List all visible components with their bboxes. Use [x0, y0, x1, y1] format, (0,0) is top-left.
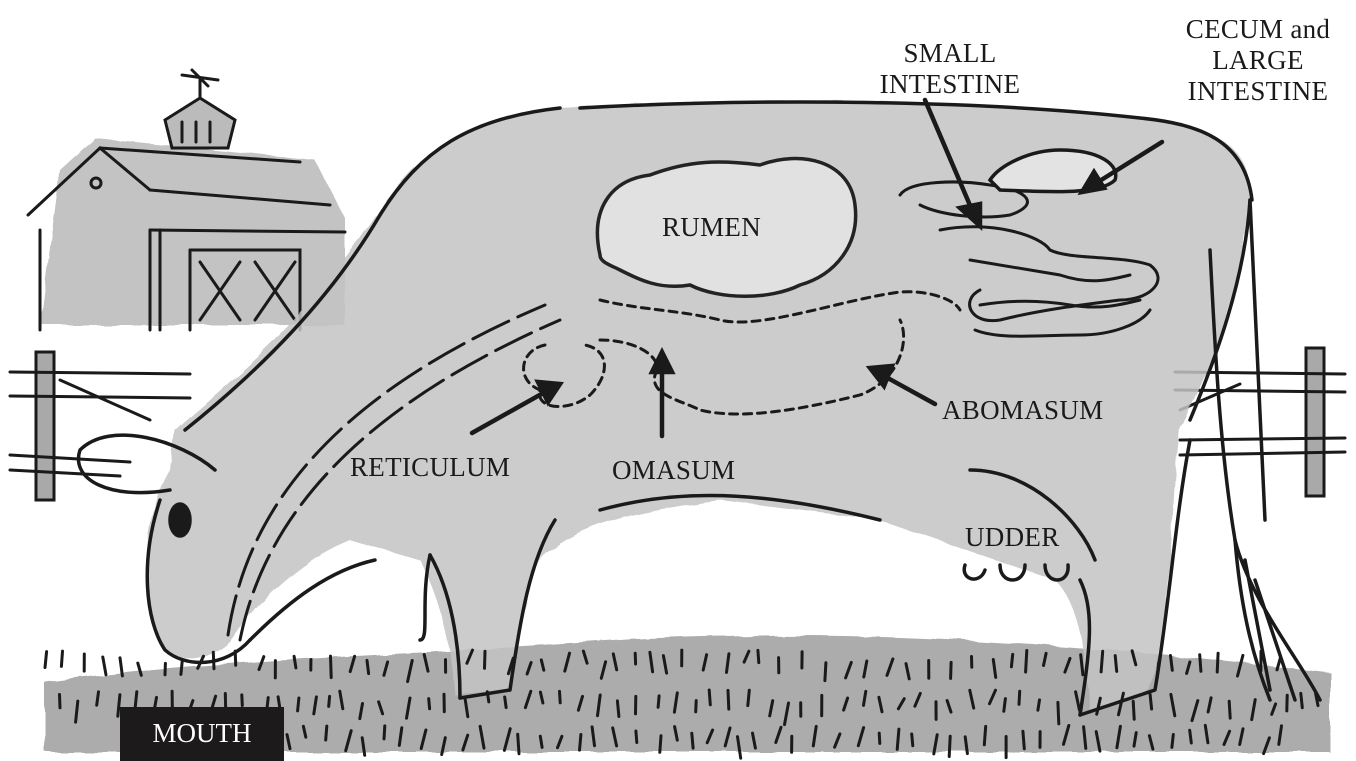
grass-blade: [235, 651, 236, 665]
grass-blade: [518, 734, 519, 753]
grass-blade: [636, 731, 637, 743]
fence-left: [10, 352, 190, 500]
label-reticulum: RETICULUM: [350, 452, 510, 483]
grass-blade: [879, 733, 880, 743]
label-cecum-large-intestine: CECUM and LARGE INTESTINE: [1160, 14, 1356, 107]
grass-blade: [1026, 651, 1027, 673]
grass-blade: [181, 659, 183, 674]
label-rumen: RUMEN: [662, 212, 761, 243]
grass-blade: [560, 691, 561, 702]
grass-blade: [45, 652, 47, 668]
grass-blade: [326, 726, 327, 740]
grass-blade: [696, 701, 697, 712]
grass-blade: [1133, 701, 1134, 719]
grass-blade: [242, 695, 243, 706]
grass-blade: [60, 695, 61, 708]
label-mouth-box: MOUTH: [120, 707, 284, 761]
grass-blade: [692, 733, 693, 748]
grass-blade: [298, 698, 299, 711]
grass-blade: [709, 690, 710, 705]
grass-blade: [540, 736, 542, 747]
grass-blade: [1190, 730, 1192, 743]
grass-blade: [294, 656, 296, 668]
grass-blade: [429, 699, 430, 709]
grass-blade: [660, 736, 661, 753]
grass-blade: [505, 697, 506, 708]
grass-blade: [1011, 654, 1012, 666]
grass-blade: [1004, 699, 1006, 712]
grass-blade: [97, 692, 99, 705]
grass-blade: [1150, 694, 1152, 709]
grass-blade: [658, 696, 659, 707]
label-cecum-line2: LARGE: [1160, 45, 1356, 76]
grass-blade: [580, 735, 581, 751]
label-abomasum: ABOMASUM: [942, 395, 1103, 426]
grass-blade: [485, 651, 486, 668]
grass-blade: [61, 651, 62, 666]
grass-blade: [1301, 693, 1303, 707]
grass-blade: [1101, 651, 1103, 672]
label-mouth: MOUTH: [120, 718, 284, 749]
grass-blade: [1023, 731, 1024, 749]
grass-blade: [617, 701, 619, 717]
label-small-intestine: SMALL INTESTINE: [860, 38, 1040, 100]
grass-blade: [1171, 656, 1173, 671]
label-cecum-line3: INTESTINE: [1160, 76, 1356, 107]
label-small-intestine-line2: INTESTINE: [860, 69, 1040, 100]
grass-blade: [1157, 663, 1159, 679]
grass-blade: [331, 656, 332, 678]
grass-blade: [1019, 691, 1020, 704]
grass-blade: [984, 726, 985, 744]
grass-blade: [1038, 700, 1040, 710]
grass-blade: [1058, 702, 1059, 723]
grass-blade: [897, 729, 899, 749]
grass-blade: [1217, 653, 1218, 672]
label-udder: UDDER: [965, 522, 1060, 553]
grass-blade: [135, 692, 137, 709]
grass-blade: [384, 726, 385, 739]
grass-blade: [367, 660, 369, 673]
label-small-intestine-line1: SMALL: [860, 38, 1040, 69]
grass-blade: [1172, 735, 1173, 748]
grass-blade: [487, 692, 489, 702]
grass-blade: [1229, 701, 1230, 718]
grass-blade: [748, 690, 750, 705]
grass-blade: [213, 652, 214, 669]
grass-blade: [103, 657, 106, 675]
grass-blade: [1115, 656, 1117, 672]
grass-blade: [912, 734, 913, 746]
barn: [28, 70, 345, 330]
grass-blade: [1200, 655, 1201, 672]
grass-blade: [728, 690, 729, 709]
grass-blade: [758, 650, 759, 662]
grass-blade: [329, 696, 330, 706]
grass-blade: [949, 736, 950, 756]
grass-blade: [951, 662, 952, 678]
label-cecum-line1: CECUM and: [1160, 14, 1356, 45]
label-omasum: OMASUM: [612, 455, 735, 486]
grass-blade: [825, 663, 826, 681]
